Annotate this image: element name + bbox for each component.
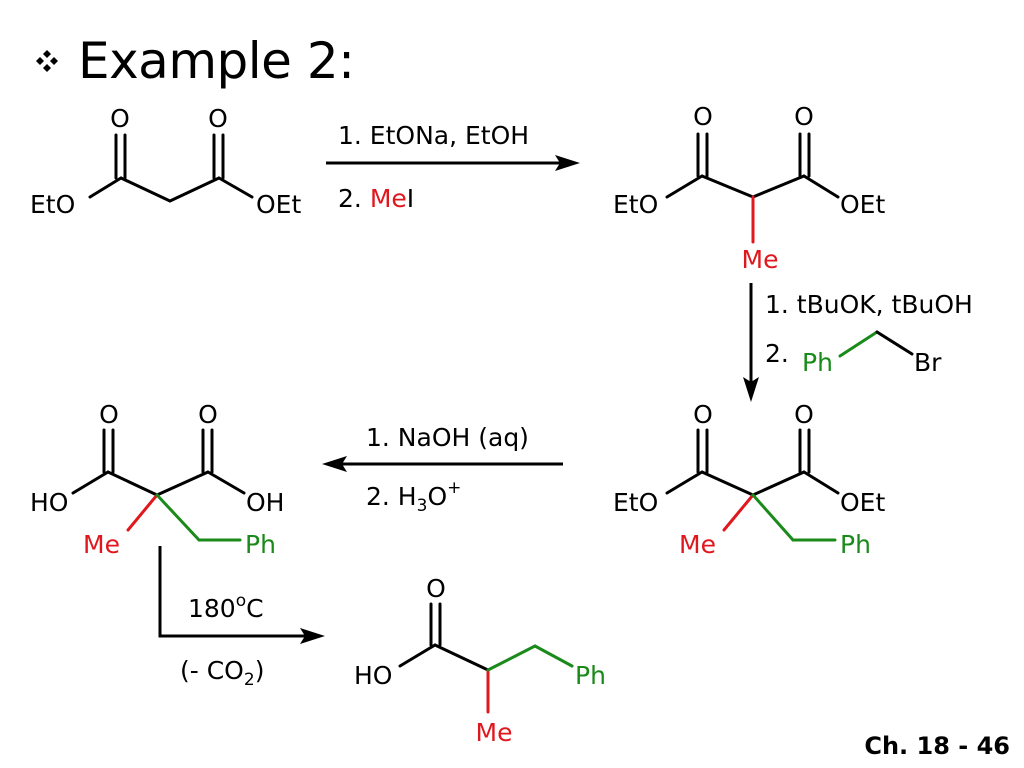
dialkyl-malonate	[665, 428, 840, 542]
step3-reagent-1: 1. NaOH (aq)	[366, 423, 529, 452]
diacid	[71, 428, 246, 542]
carbonyl-oxygen-8: O	[198, 400, 218, 429]
arrow-step-1	[326, 155, 580, 171]
methyl-malonate	[665, 132, 840, 244]
phenyl-label-2: Ph	[245, 530, 276, 559]
methyl-label-2: Me	[679, 530, 716, 559]
carbonyl-oxygen-5: O	[693, 400, 713, 429]
carbonyl-oxygen-2: O	[208, 104, 228, 133]
ethoxy-right-3: OEt	[840, 488, 885, 517]
step2-reagent-2-prefix: 2.	[765, 339, 789, 368]
phenyl-label-1: Ph	[840, 530, 871, 559]
arrow-step-2	[743, 283, 759, 402]
ethoxy-left-3: EtO	[613, 488, 658, 517]
methyl-label-3: Me	[83, 530, 120, 559]
step1-reagent-1: 1. EtONa, EtOH	[338, 121, 529, 150]
carbonyl-oxygen-9: O	[426, 574, 446, 603]
arrow-step-3	[322, 456, 563, 472]
carbonyl-oxygen-6: O	[794, 400, 814, 429]
arrow-step-4	[158, 546, 325, 644]
diethyl-malonate	[88, 133, 254, 203]
hydroxy-product: HO	[354, 661, 392, 690]
hydroxy-right: OH	[246, 488, 284, 517]
step1-reagent-2: 2. MeI	[338, 184, 414, 213]
ethoxy-left: EtO	[30, 190, 75, 219]
ethoxy-left-2: EtO	[613, 190, 658, 219]
step4-temperature: 180oC	[188, 591, 264, 623]
carbonyl-oxygen-7: O	[99, 400, 119, 429]
carbonyl-oxygen-3: O	[693, 102, 713, 131]
carbonyl-oxygen-1: O	[110, 104, 130, 133]
ethoxy-right-2: OEt	[840, 190, 885, 219]
ethoxy-right: OEt	[256, 190, 301, 219]
carbonyl-oxygen-4: O	[794, 102, 814, 131]
methyl-label-1: Me	[742, 245, 779, 274]
methyl-label-4: Me	[476, 718, 513, 747]
bromide-label: Br	[914, 348, 942, 377]
slide-number: Ch. 18 - 46	[864, 732, 1010, 760]
step3-reagent-2: 2. H3O+	[366, 478, 461, 516]
slide-title: Example 2:	[78, 32, 355, 90]
benzyl-ph-label: Ph	[802, 348, 833, 377]
title-row: Example 2:	[34, 26, 355, 96]
step2-reagent-1: 1. tBuOK, tBuOH	[765, 290, 973, 319]
hydroxy-left: HO	[30, 488, 68, 517]
step4-decarboxylation: (- CO2)	[180, 656, 264, 690]
final-product	[398, 602, 574, 714]
four-diamond-bullet-icon	[36, 50, 58, 72]
phenyl-label-3: Ph	[575, 661, 606, 690]
benzyl-bromide-bonds	[838, 330, 914, 358]
